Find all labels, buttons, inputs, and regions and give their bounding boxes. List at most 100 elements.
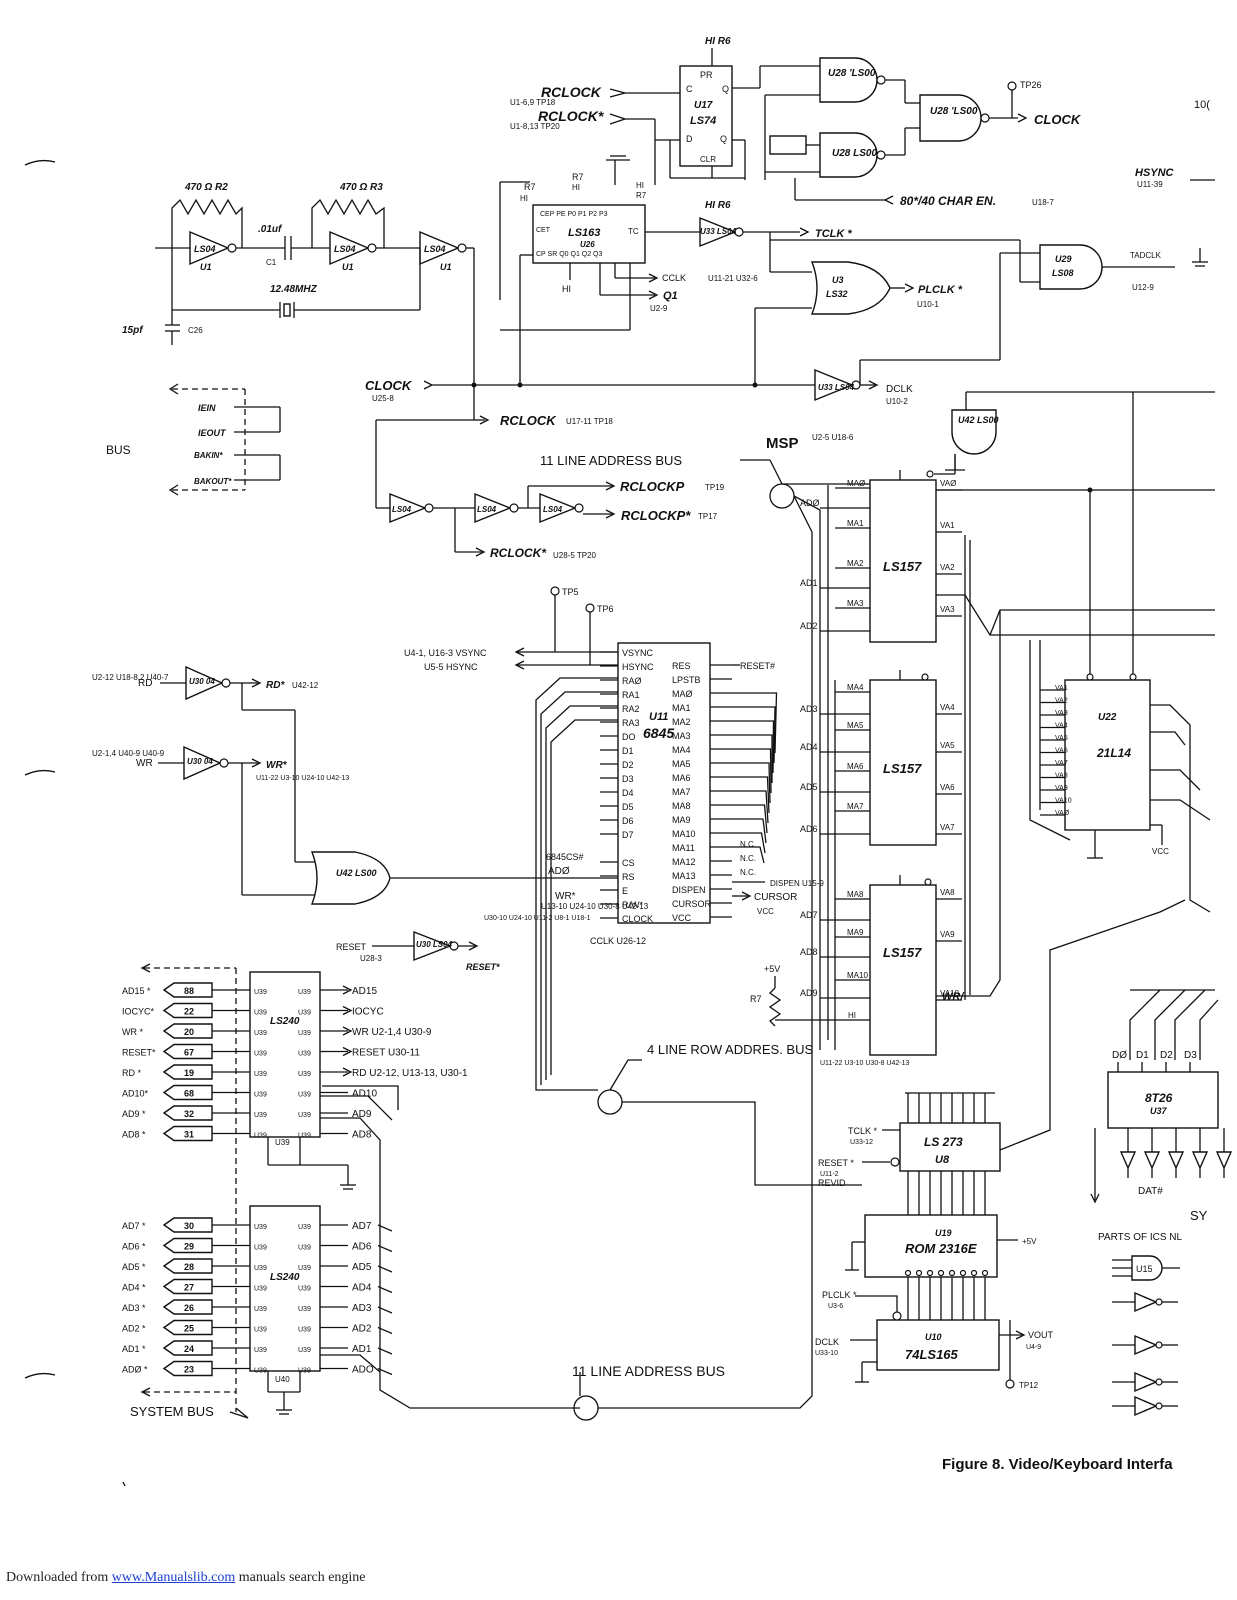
label-u28-c: U28 LS00 [832,148,877,159]
label-dispen-ref: DISPEN U15-9 [770,879,824,888]
label-rclock-n-ref: U1-8,13 TP20 [510,122,560,131]
label-ls273: LS 273 [924,1135,963,1149]
label-r2: 470 Ω R2 [184,182,228,193]
bus-signal-label: AD5 * [122,1262,146,1272]
testpoint-tp6 [585,603,595,613]
buffer-unit-left: U39 [254,1265,267,1272]
buffer-unit-left: U39 [254,1347,267,1354]
svg-text:CLR: CLR [700,155,716,164]
mux-ad-input: AD7 [800,910,818,920]
buffer-unit-left: U39 [254,1071,267,1078]
label-rclock-b-ref: U17-11 TP18 [566,417,613,426]
buffer-unit-left: U39 [254,1327,267,1334]
label-cursor: CURSOR [754,892,797,903]
gate-u28-small [769,135,807,155]
label-vout-ref: U4-9 [1026,1344,1041,1351]
rom-pin-stubs [904,1269,989,1320]
mux-ad-input: AD8 [800,947,818,957]
label-u39-en: U39 [275,1138,290,1147]
gate-u42-a [951,409,997,455]
crtc-left-pins: VSYNCHSYNCRAØRA1RA2RA3DOD1D2D3D4D5D6D7CS… [600,648,654,924]
data-line-label: DØ [1112,1050,1127,1061]
inverter-u1-f [539,492,577,524]
label-vsync-ref: U4-1, U16-3 VSYNC [404,648,487,658]
data-line-labels: DØ D1 D2 D3 [1112,1050,1197,1072]
label-wr-crtc-ref: U13-10 U24-10 U30-8 U42-13 [541,902,649,911]
ram-address-input: VA1 [1055,685,1068,692]
latch-pin-stubs [905,1092,995,1215]
ic-u18-ls273 [899,1122,1001,1172]
label-clock-out: CLOCK [1034,112,1082,127]
crtc-pin-right: LPSTB [672,675,701,685]
label-tclk-2: TCLK * [848,1126,878,1136]
label-u10: U10 [925,1332,942,1342]
label-rclockp: RCLOCKP [620,479,685,494]
buffer-unit-right: U39 [298,1286,311,1293]
footer-prefix: Downloaded from [6,1570,112,1585]
ic-u37-8t26 [1107,1071,1219,1129]
label-dclk: DCLK [886,384,913,395]
mux-va-output: VA10 [940,989,960,998]
label-wr-n-ref: U11-22 U3-10 U24-10 U42-13 [256,775,349,782]
buffer-output-label: AD8 [352,1130,372,1141]
label-nc-3: N.C. [740,868,756,877]
buffer-unit-left: U39 [254,1224,267,1231]
bus-signal-label: AD9 * [122,1109,146,1119]
label-rclockp-n: RCLOCKP* [621,508,691,523]
label-clock-in: CLOCK [365,378,413,393]
mux-ma-input: MA3 [847,599,864,608]
label-r7-a: R7 [524,182,536,192]
buffer-unit-right: U39 [298,1010,311,1017]
data-line-label: D2 [1160,1050,1173,1061]
label-u30-b: U30 04 [187,757,213,766]
driver-triangles [1119,1128,1233,1178]
footer-link[interactable]: www.Manualslib.com [111,1570,236,1585]
crtc-pin-right: MA3 [672,731,691,741]
ic-ls157-c [869,884,937,1056]
inverter-u30-rd [185,665,224,701]
bus-signal-label: AD2 * [122,1324,146,1334]
label-rd-n-ref: U42-12 [292,681,319,690]
mux-va-output: VA8 [940,888,955,897]
data-line-label: D1 [1136,1050,1149,1061]
label-nc-2: N.C. [740,854,756,863]
buffer-unit-left: U39 [254,989,267,996]
bus-signal-label: AD4 * [122,1283,146,1293]
bus-signal-label: AD15 * [122,986,151,996]
mux-va-output: VA1 [940,521,955,530]
bus-pin-number: 68 [184,1089,194,1099]
label-u42-a: U42 LS00 [958,415,999,425]
svg-text:Q: Q [722,84,729,94]
ic-u19-rom [864,1214,998,1278]
label-wr: WR [136,758,153,769]
mux-ad-input: AD6 [800,824,818,834]
gate-u28-b [919,94,982,142]
label-ls157-a: LS157 [883,559,922,574]
data-line-label: D3 [1184,1050,1197,1061]
label-dclk-2-ref: U33-10 [815,1350,838,1357]
ls157-muxes: LS157 LS157 LS157 ADØAD1AD2AD3AD4AD5AD6A… [750,392,1215,1067]
label-ls163: LS163 [568,227,600,239]
svg-text:CP SR Q0 Q1 Q2 Q3: CP SR Q0 Q1 Q2 Q3 [536,251,603,258]
label-rclockp-ref: TP19 [705,483,725,492]
buffer-unit-left: U39 [254,1010,267,1017]
bus-pin-number: 22 [184,1007,194,1017]
bus-signal-label: RD * [122,1068,141,1078]
label-c1: .01uf [258,224,283,235]
mux-ma-input: MA2 [847,559,864,568]
label-bakin: BAKIN* [194,451,223,460]
crtc-pin-left: E [622,886,628,896]
mux-ma-input: MAØ [847,479,865,488]
footer-suffix: manuals search engine [235,1570,366,1585]
label-r7-b: R7 [572,172,584,182]
label-ls157-b: LS157 [883,761,922,776]
bus-pin-number: 27 [184,1283,194,1293]
svg-text:PR: PR [700,70,713,80]
inverter-u30-reset [413,930,452,962]
label-hi-r6: HI R6 [705,200,731,211]
figure-caption: Figure 8. Video/Keyboard Interfa [942,1456,1173,1473]
buffer-unit-right: U39 [298,1368,311,1375]
crtc-pin-right: MA11 [672,843,695,853]
label-address-bus-2: 11 LINE ADDRESS BUS [572,1363,725,1379]
